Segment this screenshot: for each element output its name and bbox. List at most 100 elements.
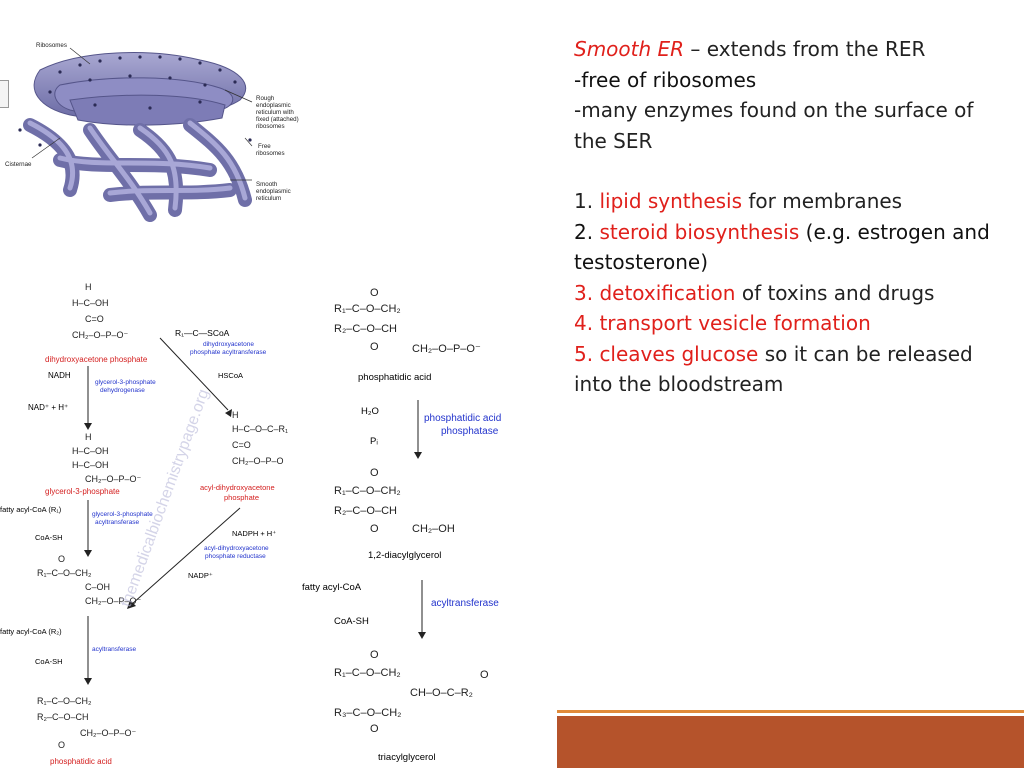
svg-text:CH₂–O–P–O⁻: CH₂–O–P–O⁻: [85, 474, 142, 484]
label-cisternae: Cisternae: [5, 161, 32, 168]
label-rough-er-2: endoplasmic: [256, 102, 291, 109]
dhap-structure: H H–C–OH C=O CH₂–O–P–O⁻: [72, 282, 129, 340]
label-smooth-er-3: reticulum: [256, 195, 281, 202]
pa-structure-left: R₁–C–O–CH₂ R₂–C–O–CH CH₂–O–P–O⁻ O: [37, 696, 137, 750]
label-rough-er-1: Rough: [256, 95, 275, 102]
svg-text:R₂–C–O–CH: R₂–C–O–CH: [334, 505, 397, 517]
svg-text:CH₂–O–P–O⁻: CH₂–O–P–O⁻: [72, 330, 129, 340]
nad-label: NAD⁺ + H⁺: [28, 403, 68, 412]
label-free-ribosomes-1: Free: [258, 143, 271, 150]
fatty-acyl-coa-label: fatty acyl-CoA: [302, 582, 362, 593]
pa-structure-right: O R₁–C–O–CH₂ R₂–C–O–CH O CH₂–O–P–O⁻: [334, 287, 481, 355]
label-rough-er-3: reticulum with: [256, 109, 294, 116]
label-rough-er-5: ribosomes: [256, 123, 285, 130]
label-smooth-er-2: endoplasmic: [256, 188, 291, 195]
function-5: 5. cleaves glucose so it can be released…: [574, 341, 973, 397]
pa-label-right: phosphatidic acid: [358, 372, 431, 383]
lpa-structure: O R₁–C–O–CH₂ C–OH CH₂–O–P–O⁻: [37, 554, 142, 606]
svg-text:H–C–O–C–R₁: H–C–O–C–R₁: [232, 424, 288, 434]
accent-line: [557, 710, 1024, 713]
svg-text:O: O: [370, 467, 379, 479]
svg-text:H: H: [85, 432, 92, 442]
label-rough-er-4: fixed (attached): [256, 116, 299, 123]
dhap-label: dihydroxyacetone phosphate: [45, 355, 148, 364]
svg-text:O: O: [370, 341, 379, 353]
svg-text:C–OH: C–OH: [85, 582, 110, 592]
tag-label: triacylglycerol: [378, 752, 436, 763]
enzyme-reductase-2: phosphate reductase: [205, 553, 266, 560]
coa-sh-2: CoA-SH: [35, 657, 63, 666]
svg-text:O: O: [370, 523, 379, 535]
function-2: 2. steroid biosynthesis (e.g. estrogen a…: [574, 219, 990, 275]
svg-text:C=O: C=O: [232, 440, 251, 450]
dag-structure: O R₁–C–O–CH₂ R₂–C–O–CH O CH₂–OH: [334, 467, 455, 535]
enzyme-dhapat-1: dihydroxyacetone: [203, 341, 254, 348]
enzyme-g3pdh-1: glycerol-3-phosphate: [95, 379, 156, 386]
g3p-structure: H H–C–OH H–C–OH CH₂–O–P–O⁻: [72, 432, 142, 484]
svg-text:O: O: [370, 723, 379, 735]
rough-er-sheet: [69, 94, 226, 126]
enzyme-pap-1: phosphatidic acid: [424, 413, 501, 424]
fatty-acyl-coa-r1: fatty acyl-CoA (R₁): [0, 505, 62, 514]
svg-text:O: O: [480, 669, 489, 681]
svg-text:H–C–OH: H–C–OH: [72, 460, 109, 470]
nadh-label: NADH: [48, 371, 71, 380]
notes-line-1: Smooth ER – extends from the RER: [574, 37, 926, 61]
accent-bar: [557, 716, 1024, 768]
nadph-label: NADPH + H⁺: [232, 529, 276, 538]
slide-edge-tab: [0, 80, 9, 108]
function-3: 3. detoxification of toxins and drugs: [574, 280, 935, 305]
svg-text:CH₂–O–P–O: CH₂–O–P–O: [232, 456, 284, 466]
pathway-diagram-right: O R₁–C–O–CH₂ R₂–C–O–CH O CH₂–O–P–O⁻ phos…: [302, 287, 501, 763]
acyl-coa-formula: R₁—C—SCoA: [175, 328, 230, 338]
tag-structure: O R₁–C–O–CH₂ O CH–O–C–R₂ R₃–C–O–CH₂ O: [334, 649, 489, 735]
svg-text:O: O: [370, 649, 379, 661]
pathway-diagram-left: H H–C–OH C=O CH₂–O–P–O⁻ dihydroxyacetone…: [0, 282, 288, 766]
function-4: 4. transport vesicle formation: [574, 311, 871, 335]
svg-text:H–C–OH: H–C–OH: [72, 446, 109, 456]
svg-text:R₃–C–O–CH₂: R₃–C–O–CH₂: [334, 707, 401, 719]
notes-line-2: -free of ribosomes: [574, 67, 757, 92]
acyl-dhap-label-2: phosphate: [224, 493, 259, 502]
svg-text:R₁–C–O–CH₂: R₁–C–O–CH₂: [334, 485, 401, 497]
dag-label: 1,2-diacylglycerol: [368, 550, 441, 561]
function-1: 1. lipid synthesis for membranes: [574, 189, 903, 213]
hscoa-label: HSCoA: [218, 371, 243, 380]
svg-text:O: O: [370, 287, 379, 299]
enzyme-dhapat-2: phosphate acyltransferase: [190, 349, 267, 356]
svg-text:H: H: [85, 282, 92, 292]
fatty-acyl-coa-r2: fatty acyl-CoA (R₂): [0, 627, 62, 636]
acyl-dhap-label-1: acyl-dihydroxyacetone: [200, 483, 275, 492]
svg-text:H: H: [232, 410, 239, 420]
label-smooth-er-1: Smooth: [256, 181, 278, 188]
svg-text:R₁–C–O–CH₂: R₁–C–O–CH₂: [37, 568, 92, 578]
smooth-er-notes: Smooth ER – extends from the RER -free o…: [574, 34, 1004, 400]
svg-text:O: O: [58, 740, 65, 750]
svg-text:H–C–OH: H–C–OH: [72, 298, 109, 308]
ribosome-dots: [18, 55, 252, 147]
svg-text:C=O: C=O: [85, 314, 104, 324]
notes-line-3: -many enzymes found on the surface of th…: [574, 98, 974, 153]
er-illustration: Ribosomes Rough endoplasmic reticulum wi…: [5, 42, 299, 222]
label-ribosomes: Ribosomes: [36, 42, 67, 49]
svg-text:CH–O–C–R₂: CH–O–C–R₂: [410, 687, 473, 699]
enzyme-reductase-1: acyl-dihydroxyacetone: [204, 545, 269, 552]
h2o-label: H₂O: [361, 406, 379, 417]
enzyme-acyltransferase-right: acyltransferase: [431, 598, 499, 609]
g3p-label: glycerol-3-phosphate: [45, 487, 120, 496]
svg-text:CH₂–O–P–O⁻: CH₂–O–P–O⁻: [412, 343, 481, 355]
svg-text:CH₂–OH: CH₂–OH: [412, 523, 455, 535]
svg-text:R₂–C–O–CH: R₂–C–O–CH: [334, 323, 397, 335]
acyl-dhap-structure: H H–C–O–C–R₁ C=O CH₂–O–P–O: [232, 410, 288, 466]
svg-text:R₁–C–O–CH₂: R₁–C–O–CH₂: [37, 696, 92, 706]
svg-text:CH₂–O–P–O⁻: CH₂–O–P–O⁻: [80, 728, 137, 738]
pi-label: Pᵢ: [370, 436, 378, 447]
coash-label: CoA-SH: [334, 616, 369, 627]
label-free-ribosomes-2: ribosomes: [256, 150, 285, 157]
enzyme-g3pat-1: glycerol-3-phosphate: [92, 511, 153, 518]
svg-text:R₁–C–O–CH₂: R₁–C–O–CH₂: [334, 303, 401, 315]
enzyme-pap-2: phosphatase: [441, 426, 499, 437]
coa-sh-1: CoA-SH: [35, 533, 63, 542]
smooth-er-tubules: [23, 118, 252, 222]
